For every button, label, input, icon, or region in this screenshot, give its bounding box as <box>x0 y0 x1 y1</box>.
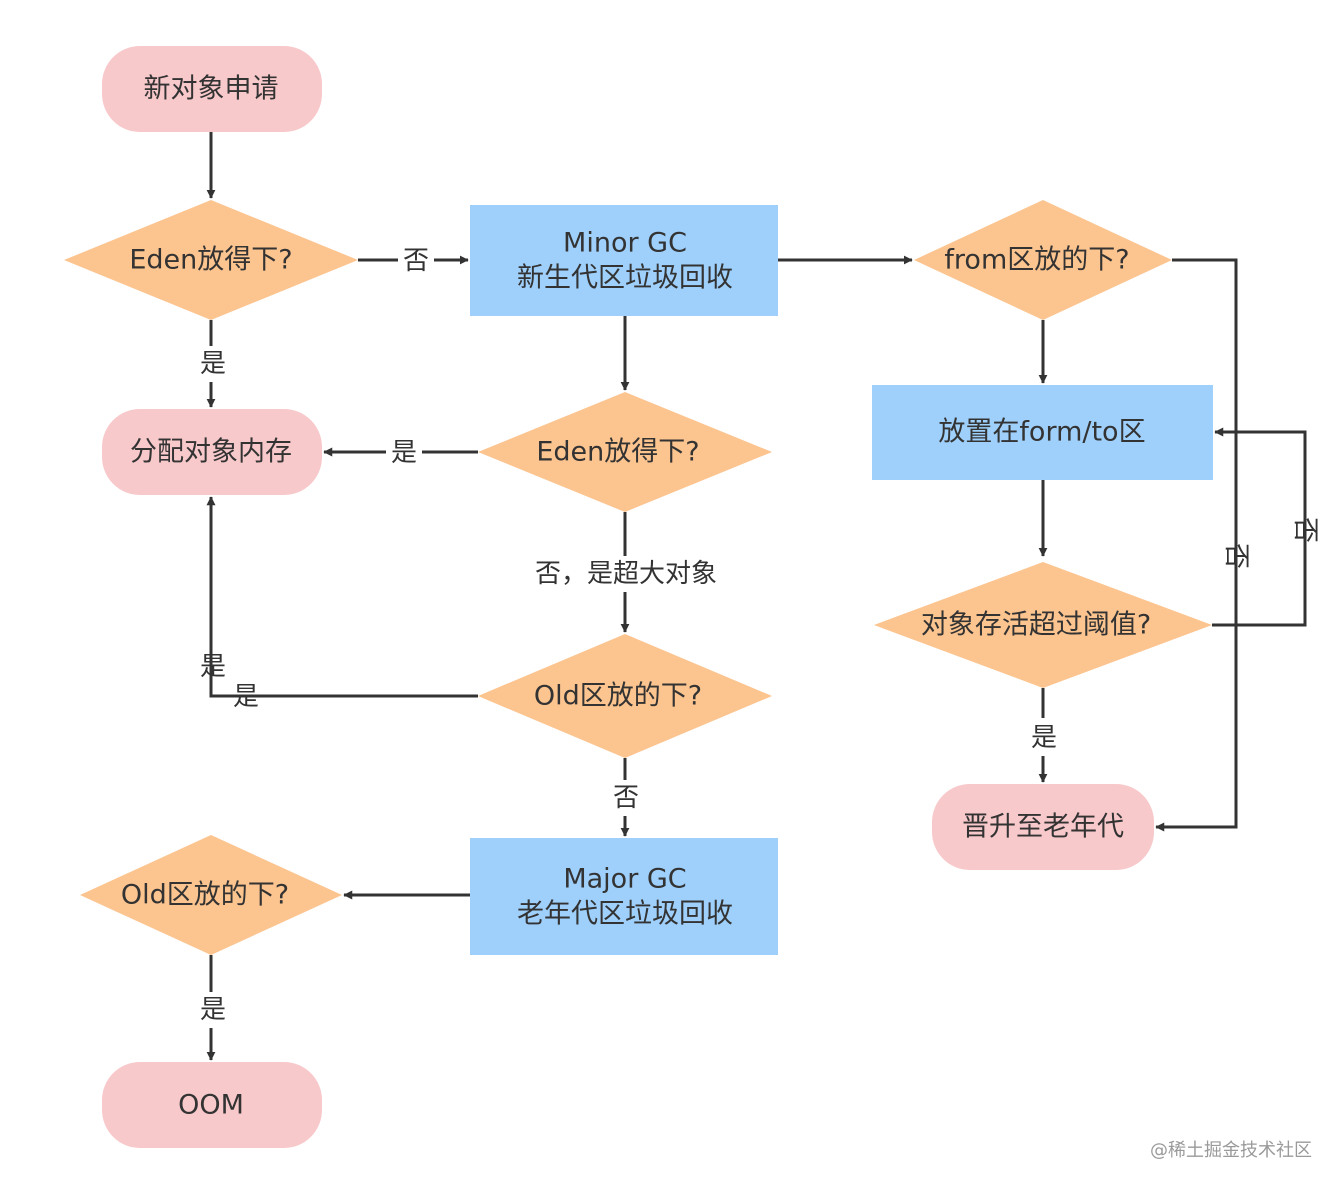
new-object-request-label: 新对象申请 <box>144 74 279 105</box>
edge-label-threshold-no: 否 <box>1290 517 1320 543</box>
edge-label-eden1-no: 否 <box>403 246 429 276</box>
eden-fits-2-label: Eden放得下? <box>536 437 699 468</box>
decision-age-threshold: 对象存活超过阈值? <box>874 562 1212 688</box>
edge-label-eden2-yes: 是 <box>391 438 417 468</box>
terminal-allocate-memory: 分配对象内存 <box>102 409 322 495</box>
decision-eden-fits-1: Eden放得下? <box>64 200 358 320</box>
oom-label: OOM <box>178 1090 244 1121</box>
minor-gc-title: Minor GC <box>563 228 687 259</box>
process-major-gc: Major GC 老年代区垃圾回收 <box>470 838 778 955</box>
old-fits-1-label: Old区放的下? <box>534 681 702 712</box>
age-threshold-label: 对象存活超过阈值? <box>921 610 1151 641</box>
edge-from-to-promote <box>1155 258 1238 832</box>
old-fits-2-label: Old区放的下? <box>121 880 289 911</box>
place-from-to-label: 放置在form/to区 <box>938 417 1145 448</box>
edge-label-eden1-yes: 是 <box>200 349 226 379</box>
allocate-memory-label: 分配对象内存 <box>130 437 292 468</box>
process-place-from-to: 放置在form/to区 <box>872 385 1213 480</box>
edge-labels: 否 是 是 否，是超大对象 是 是 否 是 否 否 是 <box>200 246 1320 1025</box>
major-gc-title: Major GC <box>563 864 686 895</box>
edge-old1-to-allocate <box>206 496 478 698</box>
decision-eden-fits-2: Eden放得下? <box>478 392 772 512</box>
from-fits-label: from区放的下? <box>944 245 1129 276</box>
watermark: @稀土掘金技术社区 <box>1150 1140 1312 1161</box>
edge-label-threshold-yes: 是 <box>1031 723 1057 753</box>
terminal-new-object-request: 新对象申请 <box>102 46 322 132</box>
eden-fits-1-label: Eden放得下? <box>129 245 292 276</box>
edge-label-eden2-no-huge: 否，是超大对象 <box>535 559 717 589</box>
edge-label-old1-yes-a: 是 <box>200 652 226 682</box>
edge-label-from-no: 否 <box>1221 543 1251 569</box>
minor-gc-subtitle: 新生代区垃圾回收 <box>517 263 733 294</box>
decision-old-fits-2: Old区放的下? <box>80 835 342 955</box>
connectors <box>206 132 1307 1061</box>
process-minor-gc: Minor GC 新生代区垃圾回收 <box>470 205 778 316</box>
edge-threshold-to-place <box>1212 427 1307 627</box>
edge-label-old1-no: 否 <box>613 783 639 813</box>
decision-from-fits: from区放的下? <box>914 200 1172 320</box>
edge-label-old1-yes-b: 是 <box>233 682 259 712</box>
terminal-oom: OOM <box>102 1062 322 1148</box>
terminal-promote-old-gen: 晋升至老年代 <box>932 784 1154 870</box>
edge-label-old2-yes: 是 <box>200 995 226 1025</box>
decision-old-fits-1: Old区放的下? <box>478 634 772 758</box>
promote-old-gen-label: 晋升至老年代 <box>962 812 1124 843</box>
major-gc-subtitle: 老年代区垃圾回收 <box>517 899 733 930</box>
